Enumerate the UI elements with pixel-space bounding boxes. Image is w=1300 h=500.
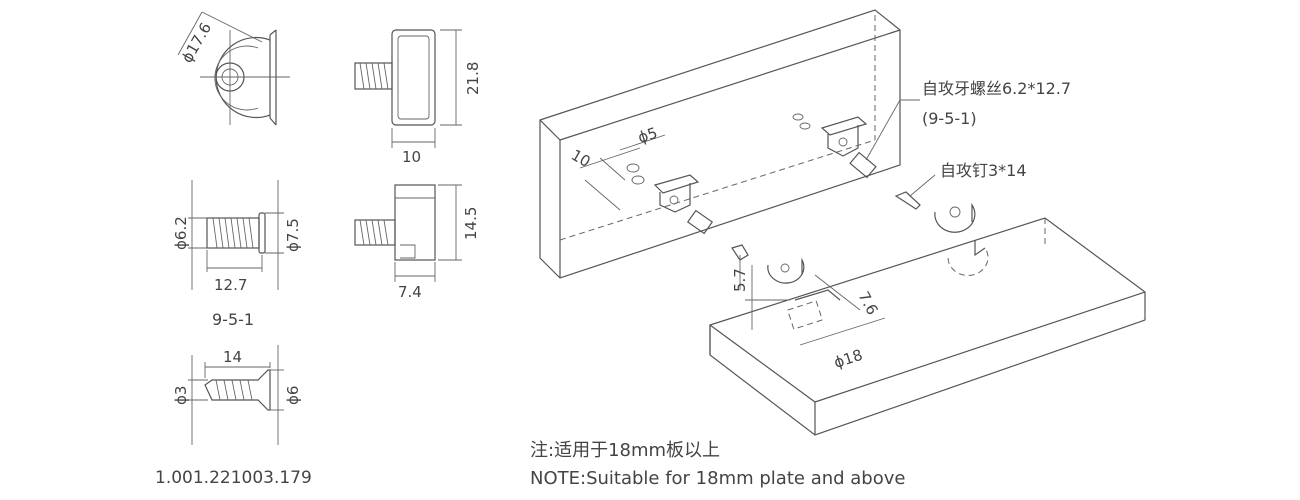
connector-front-view [177, 11, 290, 126]
dim-12-7: 12.7 [214, 276, 247, 294]
dim-14: 14 [223, 348, 242, 366]
dim-7-4: 7.4 [398, 283, 422, 301]
dim-5-7: 5.7 [731, 268, 749, 292]
dim-d3: ϕ3 [172, 386, 190, 405]
dim-d7-5: ϕ7.5 [284, 218, 302, 252]
lower-connector-iso [731, 244, 805, 290]
callout-nail-label: 自攻钉3*14 [940, 161, 1027, 180]
dim-d5-iso: ϕ5 [636, 124, 660, 147]
callout-screw-model: (9-5-1) [922, 109, 977, 128]
nail-3x14-view [188, 345, 284, 445]
screw-9-5-1-view [188, 180, 284, 290]
dim-14-5: 14.5 [462, 207, 480, 240]
lower-dimension-lines [745, 265, 886, 346]
dim-d18: ϕ18 [832, 346, 865, 372]
note-chinese: 注:适用于18mm板以上 [530, 440, 721, 461]
connector-iso-1 [653, 174, 714, 235]
connector-top-view [354, 184, 462, 282]
dim-d17-6: ϕ17.6 [178, 20, 215, 66]
connector-side-view [354, 29, 462, 148]
dim-d6: ϕ6 [284, 386, 302, 405]
round-connector-iso [934, 203, 976, 233]
note-english: NOTE:Suitable for 18mm plate and above [530, 468, 906, 489]
screw-callout-leader [865, 99, 920, 161]
dim-10: 10 [402, 148, 421, 166]
part-number: 1.001.221003.179 [155, 468, 312, 488]
hole-dimension-lines [579, 134, 666, 211]
callout-screw-label: 自攻牙螺丝6.2*12.7 [922, 79, 1071, 98]
dim-21-8: 21.8 [464, 62, 482, 95]
nail-iso [894, 174, 936, 210]
upper-board [539, 9, 901, 279]
dim-7-6: 7.6 [854, 288, 881, 318]
dim-10-iso: 10 [568, 146, 594, 171]
lower-holes [787, 240, 989, 330]
screw-model-label: 9-5-1 [212, 310, 254, 329]
dim-d6-2: ϕ6.2 [172, 216, 190, 250]
lower-board [709, 217, 1146, 436]
connector-iso-2 [792, 113, 877, 179]
